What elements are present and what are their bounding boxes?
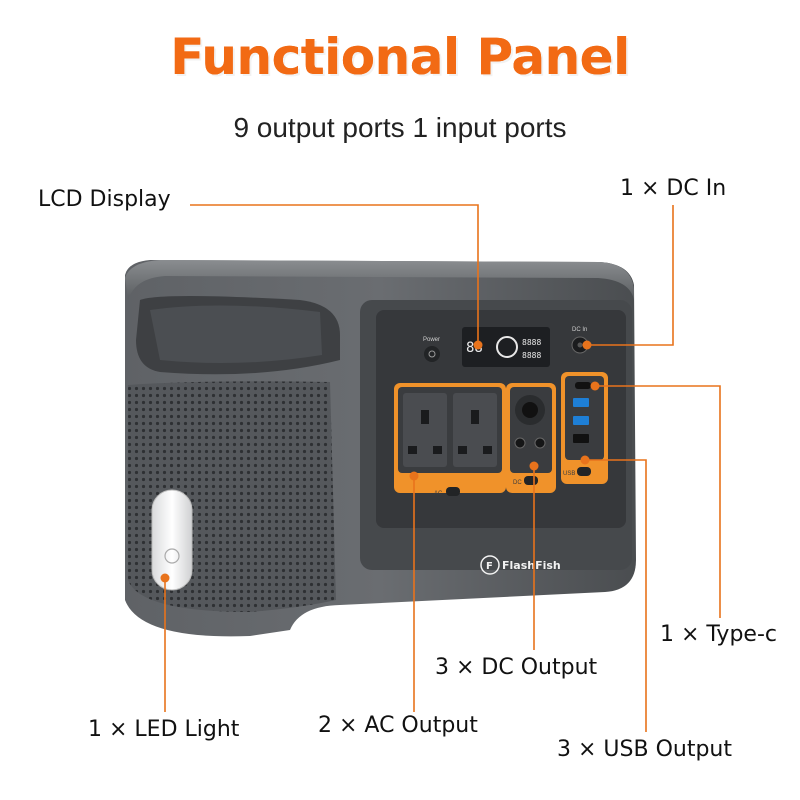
page-subtitle: 9 output ports 1 input ports: [233, 112, 567, 143]
brand-logo: F FlashFish: [480, 555, 561, 575]
power-label: Power: [423, 337, 440, 343]
brand-name: FlashFish: [502, 559, 561, 572]
svg-text:8888: 8888: [522, 338, 541, 347]
ac-label: AC: [434, 491, 443, 497]
dc-in-label: DC In: [572, 327, 587, 333]
ac-socket-1: [403, 393, 447, 467]
ac-output-section: AC: [394, 383, 506, 497]
callout-led-light: 1 × LED Light: [88, 717, 240, 742]
callout-type-c: 1 × Type-c: [660, 622, 777, 647]
ac-switch[interactable]: [446, 487, 460, 496]
dc-in-callout-line: [587, 205, 674, 346]
callout-dc-in: 1 × DC In: [620, 176, 727, 201]
led-light[interactable]: [151, 489, 193, 591]
power-station-body: [125, 260, 636, 637]
callout-lines: [160, 204, 721, 732]
dc-label: DC: [513, 480, 522, 486]
dc-output-section: DC: [506, 383, 556, 493]
lcd-display: 88 8888 8888: [462, 327, 550, 367]
dc-in-port: DC In: [571, 327, 589, 354]
lcd-callout-line: [190, 204, 479, 345]
usb-port-3: [573, 434, 589, 443]
page-title: Functional Panel: [170, 28, 630, 86]
type-c-port: [575, 382, 591, 389]
ac-socket-2: [453, 393, 497, 467]
svg-text:8888: 8888: [522, 351, 541, 360]
power-button[interactable]: Power: [423, 337, 440, 362]
dc-switch[interactable]: [524, 476, 538, 485]
type-c-callout-line: [595, 385, 721, 618]
usb-output-section: USB: [561, 372, 608, 484]
callout-usb-output: 3 × USB Output: [557, 737, 732, 762]
svg-text:F: F: [486, 561, 493, 572]
callout-ac-output: 2 × AC Output: [318, 713, 478, 738]
usb-switch[interactable]: [577, 467, 591, 476]
usb-callout-line: [585, 459, 647, 732]
callout-dc-output: 3 × DC Output: [435, 655, 598, 680]
usb-label: USB: [563, 471, 575, 477]
dc-port-2: [534, 437, 546, 449]
usb-port-1: [573, 398, 589, 407]
callout-lcd-display: LCD Display: [38, 187, 171, 212]
dc-port-1: [514, 437, 526, 449]
car-socket: [515, 395, 545, 425]
usb-port-2: [573, 416, 589, 425]
